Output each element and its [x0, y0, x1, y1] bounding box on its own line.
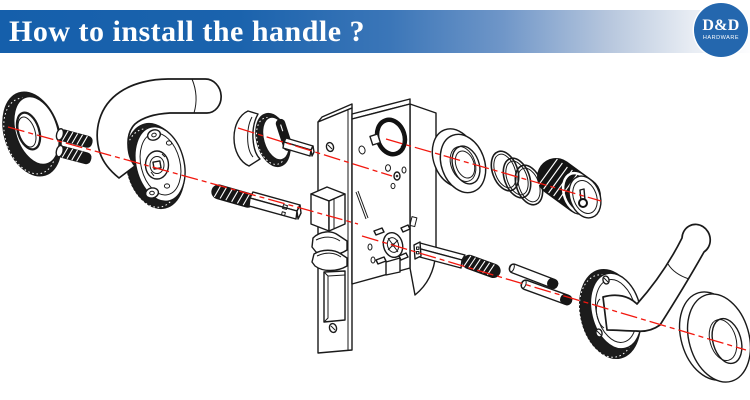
axis-inside-handle	[7, 126, 359, 225]
axis-cylinder	[385, 138, 602, 202]
mounting-screws	[55, 128, 93, 165]
lock-cylinder	[537, 158, 602, 219]
handle-spindle-spring	[211, 184, 302, 220]
axis-outside-handle	[361, 235, 747, 351]
header-bar: How to install the handle ?	[0, 10, 750, 53]
inside-lever-handle	[96, 78, 222, 210]
cylinder-collar	[431, 128, 487, 194]
latch-bolt	[311, 231, 348, 272]
outside-lever-handle	[578, 223, 712, 360]
dd-hardware-logo: D&D HARDWARE	[694, 3, 748, 57]
axis-thumbturn	[237, 127, 393, 177]
outside-rose-ring	[678, 291, 750, 383]
thumbturn	[233, 110, 315, 168]
logo-subtitle: HARDWARE	[702, 35, 740, 41]
follower-spindle	[413, 241, 501, 279]
mortise-lock-body	[317, 98, 437, 354]
assembly-axes	[7, 126, 747, 351]
deadbolt	[310, 186, 346, 232]
page-title: How to install the handle ?	[9, 15, 366, 48]
mounting-posts	[508, 263, 573, 306]
logo-name: D&D	[702, 17, 740, 34]
